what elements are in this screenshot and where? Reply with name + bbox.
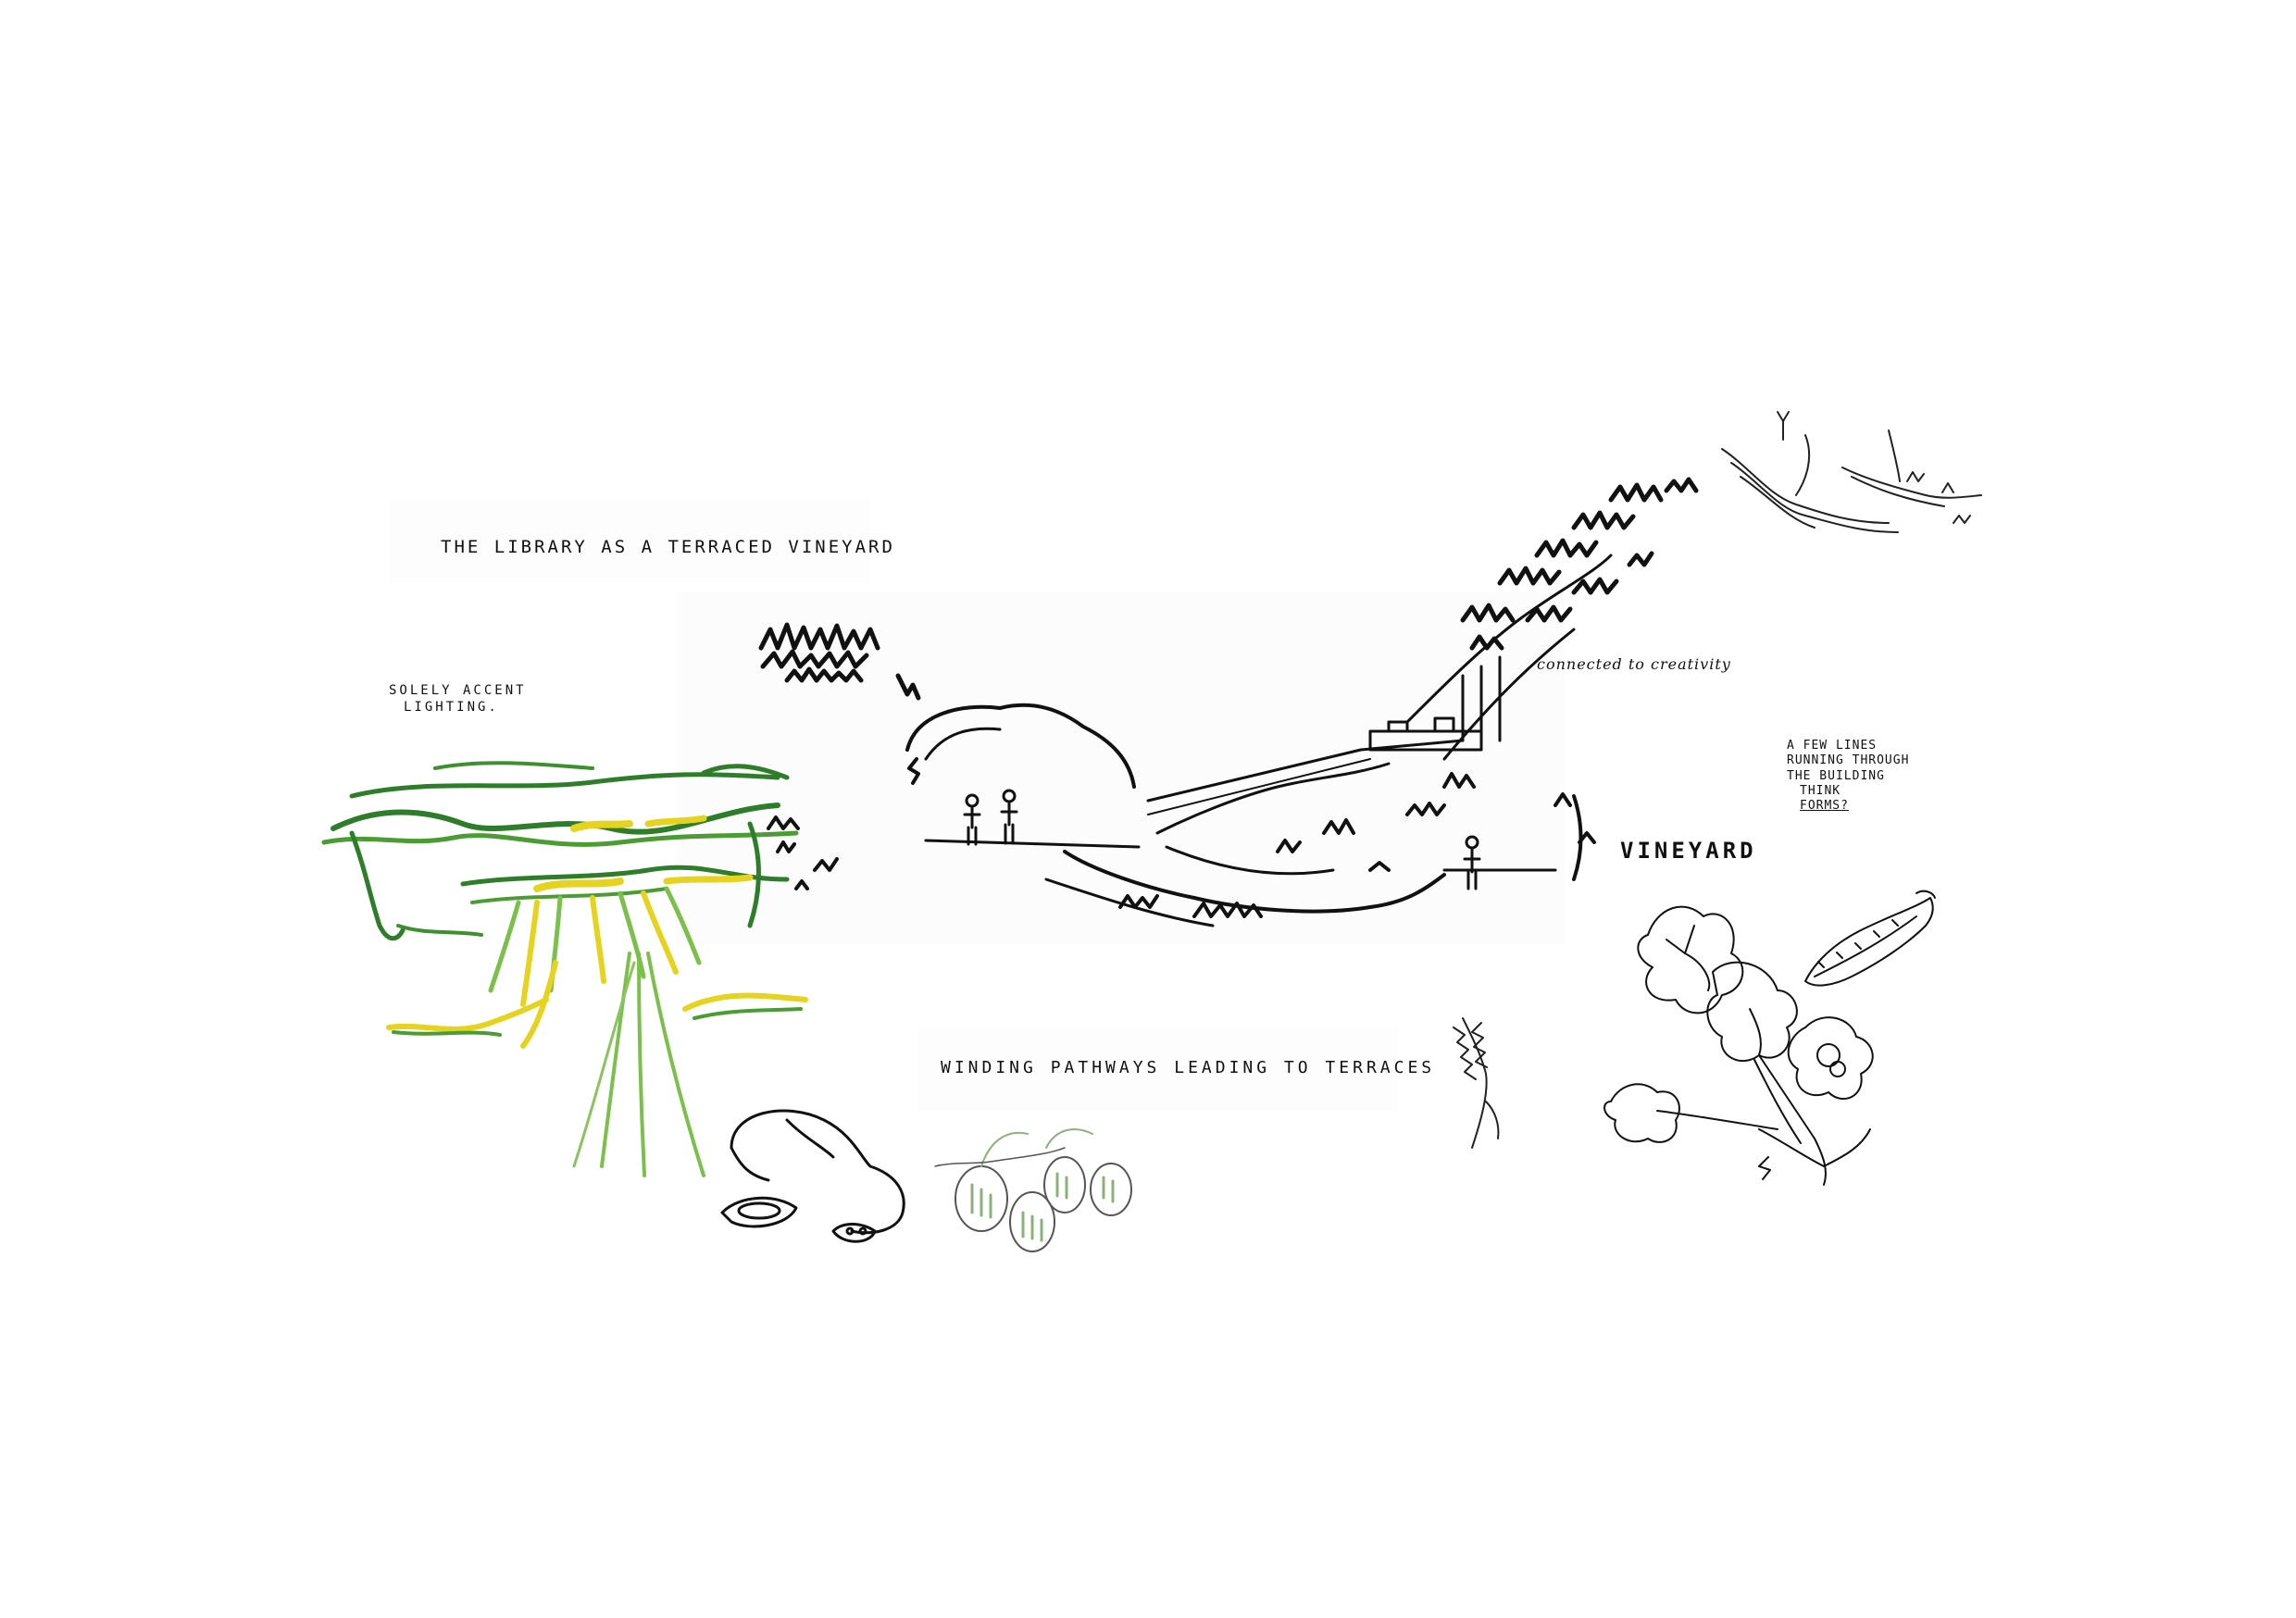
pencil-pods-svg — [934, 1128, 1132, 1252]
ink-blob-sketch — [713, 1092, 917, 1253]
few-lines-line-5: FORMS? — [1800, 799, 1849, 813]
paper-scrap — [676, 592, 1565, 944]
top-right-svg — [1721, 411, 1982, 533]
grape-leaf-sketch — [1592, 879, 1981, 1198]
small-vine-svg — [1453, 1017, 1500, 1149]
ink-blob-svg — [720, 1109, 905, 1243]
few-lines-line-4: THINK — [1800, 783, 1841, 798]
leaf-blade-sketch — [1796, 889, 1944, 1003]
vineyard-label: VINEYARD — [1620, 838, 1757, 864]
grape-leaf-svg — [1603, 905, 1874, 1186]
leaf-blade-svg — [1804, 890, 1936, 987]
few-lines-line-1: A FEW LINES — [1787, 739, 1878, 753]
connected-note: connected to creativity — [1537, 655, 1731, 673]
crayon-canopy-sketch — [315, 741, 833, 1189]
few-lines-line-3: THE BUILDING — [1787, 768, 1885, 783]
accent-lighting-line-1: SOLELY ACCENT — [389, 683, 527, 698]
few-lines-line-2: RUNNING THROUGH — [1787, 753, 1910, 768]
accent-lighting-line-2: LIGHTING. — [404, 699, 499, 715]
top-right-vine-sketch — [1703, 393, 2000, 564]
paper-scrap — [389, 500, 870, 583]
accent-lighting-note: SOLELY ACCENT LIGHTING. — [389, 683, 527, 716]
terraced-vineyard-section — [758, 477, 1722, 966]
paper-scrap — [917, 1027, 1398, 1111]
crayon-canopy-svg — [321, 761, 808, 1177]
pencil-pods-sketch — [934, 1111, 1148, 1272]
title-note: THE LIBRARY AS A TERRACED VINEYARD — [441, 537, 895, 557]
small-vine-sketch — [1444, 1009, 1528, 1161]
terrace-section-svg — [758, 477, 1699, 927]
few-lines-note: A FEW LINES RUNNING THROUGH THE BUILDING… — [1787, 739, 1909, 814]
pathways-note: WINDING PATHWAYS LEADING TO TERRACES — [941, 1058, 1436, 1077]
